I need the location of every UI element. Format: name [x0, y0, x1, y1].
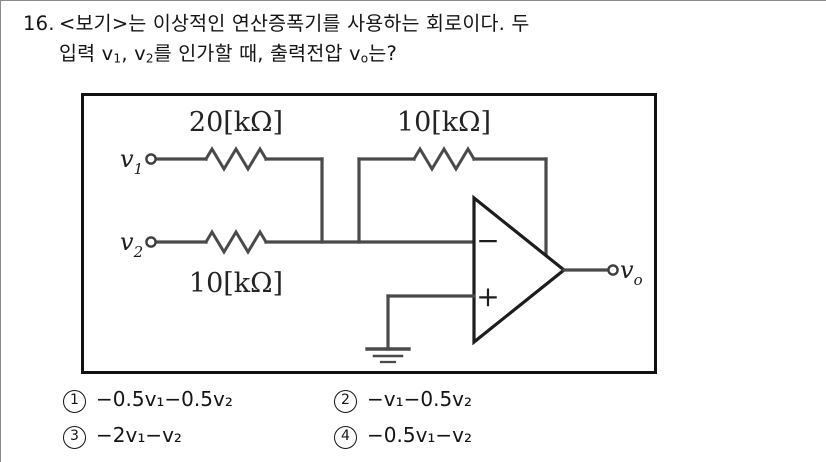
question-line-2-post: 를 인가할 때, 출력전압 v	[153, 42, 361, 65]
terminal-v1	[145, 153, 157, 165]
circuit-diagram: − + 20[kΩ] 10[kΩ] 10[kΩ] v1 v2 vo	[120, 107, 643, 364]
question-line-2-end: 는?	[368, 42, 398, 65]
option-4-marker: 4	[334, 426, 357, 449]
resistor-r1-zigzag	[203, 146, 269, 172]
question-number: 16.	[23, 12, 55, 35]
option-row-2: 3 −2v₁−v₂ 4 −0.5v₁−v₂	[1, 420, 826, 456]
resistor-r2-label: 10[kΩ]	[189, 268, 283, 299]
option-2[interactable]: 2 −v₁−0.5v₂	[334, 384, 472, 414]
answer-options: 1 −0.5v₁−0.5v₂ 2 −v₁−0.5v₂ 3 −2v₁−v₂ 4 −0.5v…	[1, 384, 826, 456]
opamp-inverting-sign: −	[476, 224, 499, 257]
option-4-text: −0.5v₁−v₂	[367, 423, 473, 447]
question-line-2-mid: , v	[121, 42, 146, 65]
terminal-vo	[607, 264, 619, 276]
question-line-2-sub1: 1	[113, 51, 122, 66]
figure-frame: − + 20[kΩ] 10[kΩ] 10[kΩ] v1 v2 vo	[81, 93, 657, 374]
option-row-1: 1 −0.5v₁−0.5v₂ 2 −v₁−0.5v₂	[1, 384, 826, 420]
option-3-marker: 3	[63, 426, 86, 449]
question-line-2-sub2: 2	[145, 51, 154, 66]
option-3-text: −2v₁−v₂	[96, 423, 182, 447]
option-2-marker: 2	[334, 390, 357, 413]
label-v2: v2	[120, 228, 143, 261]
question-stem: 16.<보기>는 이상적인 연산증폭기를 사용하는 회로이다. 두 입력 v1,…	[23, 9, 813, 69]
question-line-1-text: <보기>는 이상적인 연산증폭기를 사용하는 회로이다. 두	[59, 12, 530, 35]
option-1[interactable]: 1 −0.5v₁−0.5v₂	[63, 384, 233, 414]
opamp-triangle	[472, 194, 567, 346]
question-line-2-pre: 입력 v	[59, 42, 114, 65]
resistor-rf-zigzag	[411, 146, 477, 172]
question-line-1: 16.<보기>는 이상적인 연산증폭기를 사용하는 회로이다. 두	[23, 9, 813, 39]
option-1-marker: 1	[63, 390, 86, 413]
option-4[interactable]: 4 −0.5v₁−v₂	[334, 420, 472, 450]
terminal-v2	[145, 236, 157, 248]
question-line-2: 입력 v1, v2를 인가할 때, 출력전압 vo는?	[23, 39, 813, 69]
opamp-noninverting-sign: +	[476, 280, 499, 313]
option-1-text: −0.5v₁−0.5v₂	[96, 387, 233, 411]
resistor-r2-zigzag	[203, 229, 269, 255]
question-line-2-sub3: o	[360, 51, 369, 66]
resistor-rf-label: 10[kΩ]	[397, 107, 491, 138]
label-v1: v1	[120, 145, 143, 178]
resistor-r1-label: 20[kΩ]	[189, 107, 283, 138]
label-vo: vo	[620, 256, 643, 289]
option-2-text: −v₁−0.5v₂	[367, 387, 473, 411]
option-3[interactable]: 3 −2v₁−v₂	[63, 420, 182, 450]
